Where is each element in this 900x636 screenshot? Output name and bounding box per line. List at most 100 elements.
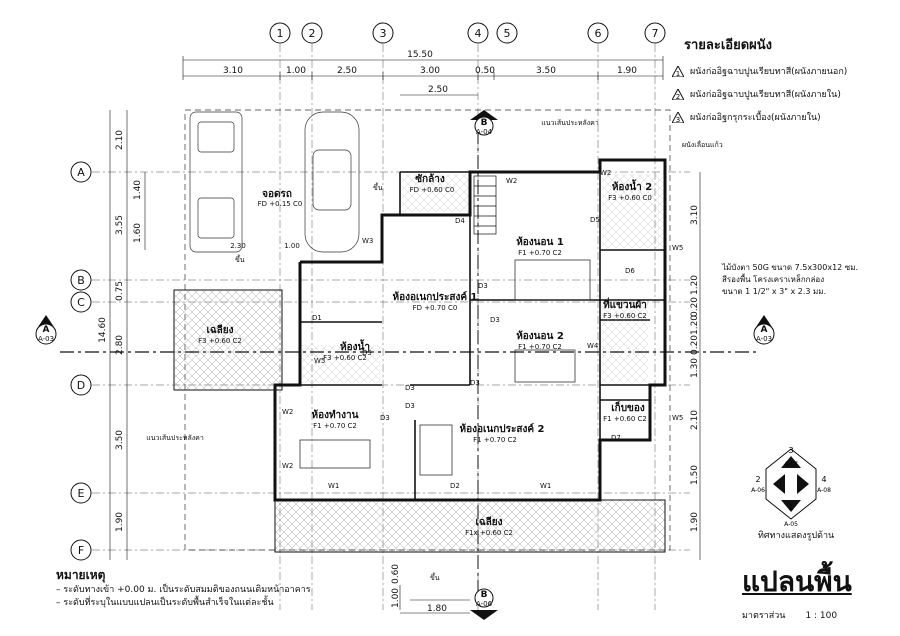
- label-up-1: ขึ้น: [373, 181, 383, 192]
- section-marker-b-bottom: B A-06: [470, 588, 498, 620]
- svg-text:2: 2: [676, 93, 680, 100]
- dim-bottom-1: 0.60: [391, 564, 401, 584]
- dim-inner-2: 2.30: [230, 242, 246, 250]
- grid-row-bubbles: A B C D E F: [70, 161, 92, 561]
- svg-text:A-08: A-08: [817, 487, 831, 494]
- grid-bubble-2: 2: [301, 22, 323, 44]
- svg-text:B: B: [77, 274, 85, 287]
- svg-text:F: F: [78, 544, 84, 557]
- legend-title: รายละเอียดผนัง: [684, 38, 773, 53]
- dim-right-6: 1.30: [690, 358, 700, 378]
- svg-text:1: 1: [676, 70, 680, 77]
- level-bed2: F1 +0.70 C2: [518, 343, 562, 351]
- grid-bubble-f: F: [70, 539, 92, 561]
- dim-right-7: 2.10: [690, 410, 700, 430]
- terrace-south: [274, 499, 666, 553]
- svg-text:D7: D7: [611, 434, 621, 442]
- svg-text:B: B: [481, 118, 488, 128]
- stairs: [473, 175, 497, 235]
- svg-text:W2: W2: [282, 408, 293, 416]
- level-wardrobe: F3 +0.60 C2: [603, 312, 647, 320]
- room-labels: จอดรถ FD +0.15 C0 ซักล้าง FD +0.60 C0 ห้…: [198, 173, 652, 537]
- svg-text:A-06: A-06: [476, 600, 493, 608]
- terrace-west: [173, 289, 283, 391]
- grid-bubble-d: D: [70, 374, 92, 396]
- svg-text:6: 6: [595, 27, 602, 40]
- level-multi2: F1 +0.70 C2: [473, 436, 517, 444]
- svg-text:W4: W4: [587, 342, 599, 350]
- dim-left-3: 1.60: [133, 223, 143, 243]
- svg-text:W5: W5: [672, 414, 683, 422]
- legend-item-1: 1 ผนังก่ออิฐฉาบปูนเรียบทาสี(ผนังภายนอก): [672, 64, 892, 78]
- top-dimension-lines: [182, 56, 664, 96]
- room-bed2: ห้องนอน 2: [516, 330, 564, 342]
- svg-text:A: A: [761, 325, 768, 335]
- svg-text:3: 3: [788, 446, 793, 455]
- svg-text:A-05: A-05: [784, 521, 798, 528]
- dim-sub: 2.50: [428, 85, 448, 95]
- room-terrace-south: เฉลียง: [475, 516, 502, 528]
- level-work: F1 +0.70 C2: [313, 422, 357, 430]
- drawing-title: แปลนพื้น: [742, 565, 852, 598]
- dim-right-5: 0.20: [690, 335, 700, 355]
- dim-right-9: 1.90: [690, 512, 700, 532]
- room-storage: เก็บของ: [611, 400, 645, 414]
- level-terrace-west: F3 +0.60 C2: [198, 337, 242, 345]
- dim-left-5: 0.75: [115, 281, 125, 301]
- dim-inner: 1.00: [284, 242, 300, 250]
- dim-total: 15.50: [407, 50, 433, 60]
- room-multi2: ห้องอเนกประสงค์ 2: [460, 423, 545, 435]
- svg-text:W2: W2: [506, 177, 517, 185]
- svg-text:D5: D5: [590, 216, 600, 224]
- room-terrace-west: เฉลียง: [206, 324, 233, 336]
- grid-bubble-a: A: [70, 161, 92, 183]
- dim-right-3: 0.20: [690, 297, 700, 317]
- opening-tags: W2 W3 D4 D5 D1 W5 D5 D3 D3 D3 D3 W4 D6 W…: [282, 169, 683, 490]
- svg-text:D3: D3: [478, 282, 488, 290]
- grid-bubble-3: 3: [372, 22, 394, 44]
- room-work: ห้องทำงาน: [311, 409, 358, 421]
- dim-right-1: 3.10: [690, 205, 700, 225]
- dim-left-7: 3.50: [115, 430, 125, 450]
- grid-bubble-b: B: [70, 269, 92, 291]
- dim-left-4: 3.55: [115, 215, 125, 235]
- svg-text:D5: D5: [362, 349, 372, 357]
- room-bed1: ห้องนอน 1: [516, 236, 564, 248]
- svg-text:A: A: [43, 325, 50, 335]
- notes: หมายเหตุ – ระดับทางเข้า +0.00 ม. เป็นระด…: [56, 569, 311, 610]
- bed-1: [514, 259, 591, 301]
- notes-title: หมายเหตุ: [56, 568, 106, 582]
- work-desk: [299, 439, 371, 469]
- dim-left-9: 1.90: [115, 512, 125, 532]
- grid-column-bubbles: 1 2 3 4 5 6 7: [269, 22, 666, 44]
- dim-total-left: 14.60: [98, 317, 108, 343]
- svg-text:2: 2: [755, 475, 760, 484]
- svg-text:W2: W2: [600, 169, 611, 177]
- dim-left-2: 1.40: [133, 180, 143, 200]
- grid-bubble-6: 6: [587, 22, 609, 44]
- svg-text:1: 1: [277, 27, 284, 40]
- screen-spec-note: ไม้บังตา 50G ขนาด 7.5x300x12 ซม. สีรองพื…: [722, 263, 859, 296]
- svg-text:D2: D2: [450, 482, 460, 490]
- legend-item-2: 2 ผนังก่ออิฐฉาบปูนเรียบทาสี(ผนังภายใน): [672, 87, 892, 101]
- svg-text:7: 7: [652, 27, 659, 40]
- svg-text:A: A: [77, 166, 85, 179]
- grid-bubble-c: C: [70, 291, 92, 313]
- key-plan-caption: ทิศทางแสดงรูปด้าน: [758, 531, 835, 541]
- svg-text:A-04: A-04: [476, 128, 493, 136]
- dim-top-6: 3.50: [536, 66, 556, 76]
- level-bath1: F3 +0.60 C2: [323, 354, 367, 362]
- dim-top-2: 1.00: [286, 66, 306, 76]
- svg-text:1: 1: [788, 503, 793, 512]
- svg-text:W5: W5: [314, 357, 325, 365]
- bottom-dimension-lines: [399, 585, 470, 614]
- svg-text:D4: D4: [455, 217, 465, 225]
- grid-bubble-5: 5: [496, 22, 518, 44]
- dim-top-4: 3.00: [420, 66, 440, 76]
- svg-text:D3: D3: [405, 384, 415, 392]
- grid-bubble-7: 7: [644, 22, 666, 44]
- label-up-3: ขึ้น: [430, 571, 440, 582]
- svg-text:D3: D3: [470, 379, 480, 387]
- wardrobe-floor: [602, 302, 648, 382]
- svg-text:5: 5: [504, 27, 511, 40]
